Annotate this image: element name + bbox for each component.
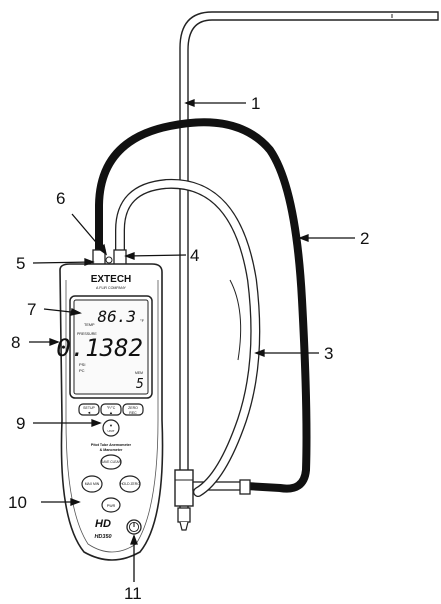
lcd-unit-left: PSI — [79, 362, 85, 367]
lcd-small-value: 5 — [136, 377, 144, 392]
lcd-mem-label: MEM — [135, 371, 143, 375]
lcd-display — [73, 299, 149, 395]
zero-button-label: ZERO — [128, 406, 138, 410]
product-title: Pitot Tube Anemometer — [91, 443, 132, 447]
leader-5 — [32, 261, 94, 264]
callout-7: 7 — [27, 300, 36, 319]
pwr-button[interactable] — [101, 497, 121, 513]
leader-lines — [29, 99, 355, 582]
callout-6: 6 — [56, 189, 65, 208]
callout-1: 1 — [251, 94, 260, 113]
hold-zero-button[interactable] — [119, 475, 141, 493]
callout-11: 11 — [124, 584, 142, 603]
setup-button-label: SETUP — [83, 406, 95, 410]
lcd-pressure-label: PRESSURE — [77, 332, 97, 336]
temp-unit-button-label: °F/°C — [107, 406, 116, 410]
unit-button[interactable] — [102, 419, 120, 437]
lcd-temp-label: TEMP — [84, 323, 95, 327]
callout-5: 5 — [16, 254, 25, 273]
lcd-main-value: 0.1382 — [56, 334, 143, 362]
meter: EXTECH A FLIR COMPANY TEMP 86.3 °F PRESS… — [56, 249, 164, 561]
leader-4 — [125, 254, 187, 257]
callout-3: 3 — [324, 344, 333, 363]
callout-2: 2 — [360, 229, 369, 248]
zero-button[interactable] — [122, 403, 144, 416]
callout-8: 8 — [11, 333, 20, 352]
up-arrow-icon: ▲ — [109, 410, 113, 415]
lcd-unit-left2: PC — [79, 368, 85, 373]
rec-label: REC — [129, 411, 137, 415]
callout-9: 9 — [16, 414, 25, 433]
pwr-button-label: PWR — [107, 504, 116, 508]
temp-unit-button[interactable] — [100, 403, 122, 416]
unit-button-label: UNIT — [108, 429, 115, 433]
callout-labels: 1 2 3 4 5 6 7 8 9 10 11 — [8, 94, 369, 603]
hold-zero-label: HOLD ZERO — [120, 482, 140, 486]
callout-4: 4 — [190, 246, 199, 265]
hd-logo: HD — [95, 518, 111, 530]
lcd-top-value: 86.3 — [97, 307, 136, 326]
white-hose — [115, 178, 261, 497]
lcd-top-unit: °F — [140, 318, 145, 323]
button-row: SETUP ◄ °F/°C ▲ ZERO REC — [78, 403, 144, 416]
save-clear-label: SAVE CLEAR — [101, 460, 121, 464]
product-title-2: & Manometer — [100, 448, 123, 452]
max-min-label: MAX MIN — [85, 482, 100, 486]
down-arrow-icon: ▼ — [109, 423, 113, 428]
brand-logo: EXTECH — [91, 274, 132, 285]
max-min-button[interactable] — [81, 475, 103, 493]
model-number: HD350 — [94, 534, 111, 540]
black-hose — [95, 118, 311, 495]
callout-10: 10 — [8, 493, 27, 512]
save-clear-button[interactable] — [100, 454, 122, 470]
brand-subtitle: A FLIR COMPANY — [96, 286, 126, 290]
setup-button[interactable] — [78, 403, 100, 416]
left-arrow-icon: ◄ — [87, 410, 91, 415]
